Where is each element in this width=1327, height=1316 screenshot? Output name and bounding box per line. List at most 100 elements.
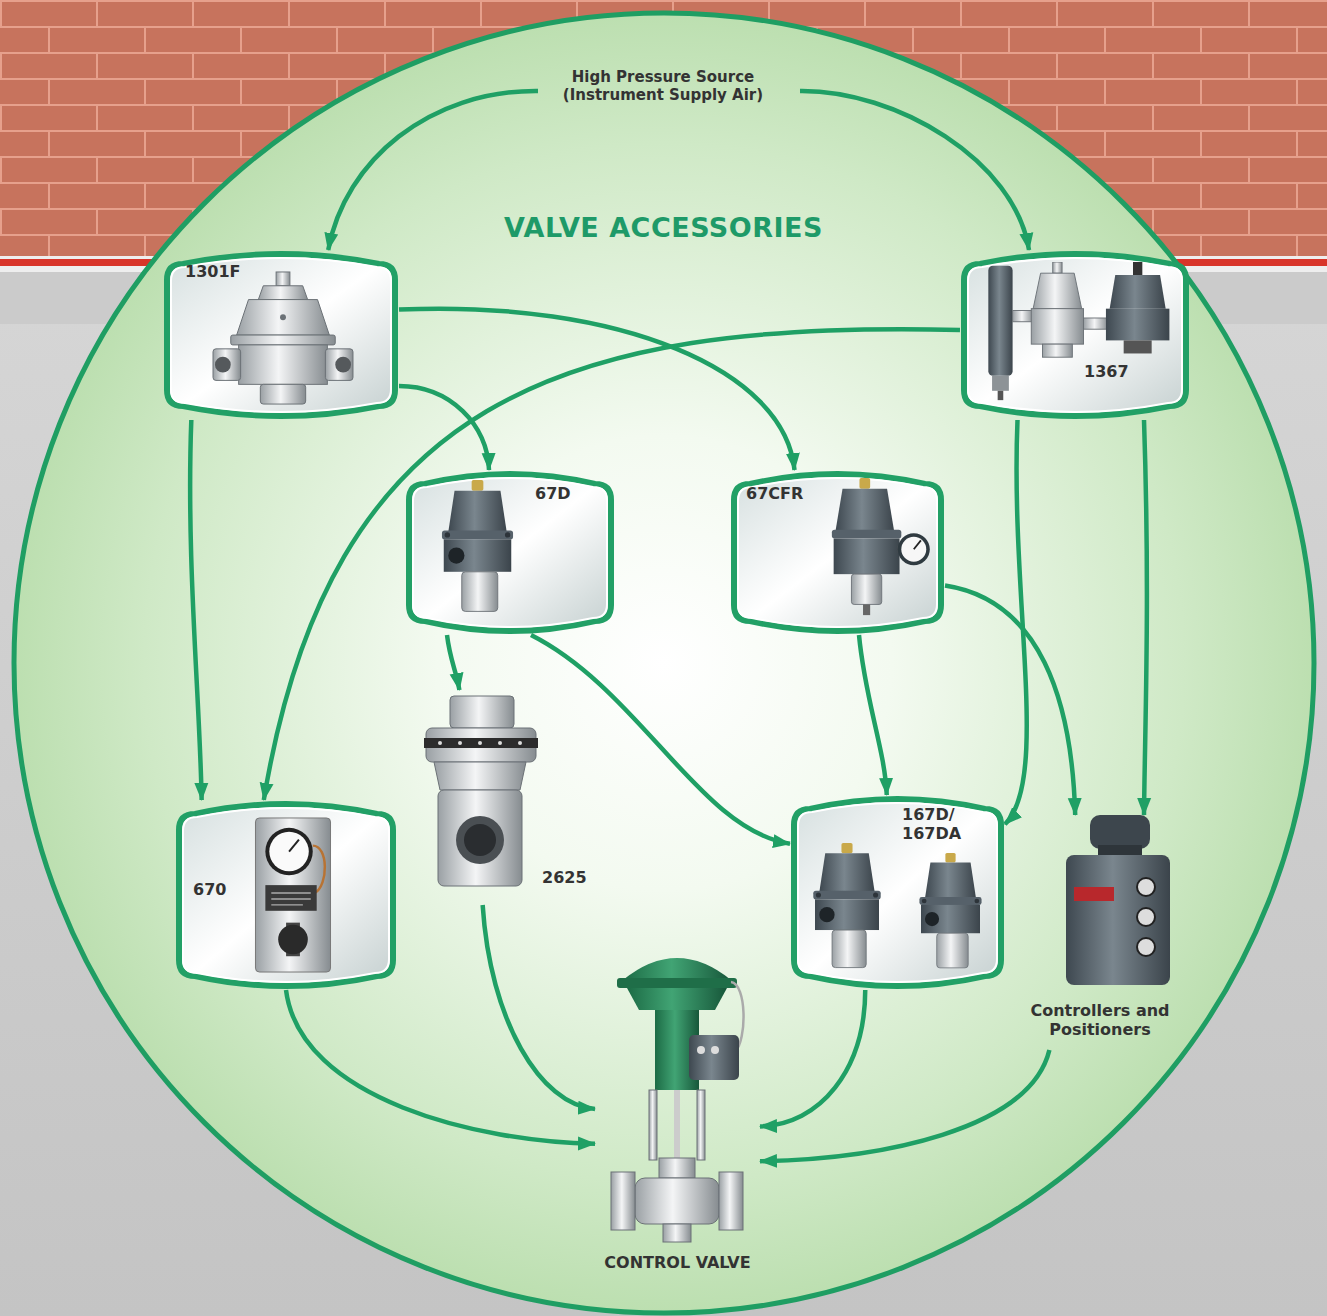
model-number: 2625 [542,868,587,887]
flow-arrow [760,990,865,1126]
device-illustration [972,262,1182,402]
illustration-part [841,843,852,853]
flow-arrow [1005,420,1027,824]
illustration-part [265,885,316,911]
illustration-part [505,532,510,537]
flow-arrow [447,635,459,690]
illustration-part [674,1090,680,1160]
illustration-part [816,892,821,897]
box-inner-rim [171,258,391,412]
title-row: VALVE ACCESSORIES [0,212,1327,243]
illustration-part [659,1158,695,1178]
illustration-part [498,741,502,745]
box-inner-rim [183,808,389,982]
box-inner-rim [413,478,607,627]
model-number: 67D [535,484,571,503]
illustration-part [1090,815,1150,849]
illustration-part [1137,908,1155,926]
illustration-part [992,376,1009,391]
illustration-part [998,391,1004,400]
illustration-part [937,933,968,968]
illustration-part [819,853,874,892]
flow-arrow [800,91,1029,250]
device-illustration [208,270,358,408]
box-inner-rim [968,258,1182,412]
model-number: 670 [193,880,226,899]
illustration-part [813,891,880,900]
illustration-part [898,533,930,565]
illustration-part [1106,309,1169,341]
illustration-part [649,1090,657,1160]
illustration-part [448,491,507,532]
illustration-part [442,530,513,539]
flow-arrow [1144,420,1147,815]
regulator-box: 1301F [163,250,399,420]
illustration-part [1084,318,1108,329]
device-illustration [1060,815,1175,995]
illustration-part [458,741,462,745]
illustration-part [325,349,353,381]
illustration-part [1137,938,1155,956]
illustration-part [623,958,731,980]
illustration-part [276,272,290,286]
source-label: High Pressure Source (Instrument Supply … [538,68,788,104]
flow-arrow [399,309,795,470]
illustration-part [478,741,482,745]
loading-panel-box: 670 [175,800,397,990]
flow-arrow [945,586,1075,816]
illustration-part [901,537,926,562]
illustration-part [1033,273,1082,308]
illustration-part [464,824,496,856]
illustration-part [697,1090,705,1160]
illustration-part [438,741,442,745]
illustration-part [424,738,538,748]
illustration-part [335,357,351,373]
illustration-part [237,300,330,335]
flow-arrow [760,1050,1049,1161]
device-illustration [430,480,525,615]
device-illustration [802,843,892,971]
illustration-part [719,1172,743,1230]
illustration-part [1013,311,1034,322]
model-number: 1301F [185,262,240,281]
illustration-part [444,539,512,571]
illustration-part [289,840,299,852]
device-illustration [822,478,937,616]
illustration-part [627,988,727,1010]
model-number: 1367 [1084,362,1129,381]
illustration-part [922,899,927,904]
illustration-part [239,345,328,384]
device-label: Controllers and Positioners [1025,1001,1175,1039]
illustration-part [215,357,231,373]
illustration-part [260,384,305,404]
regulator-box: 67CFR [730,470,945,635]
flow-arrow [399,386,489,470]
illustration-part [689,1035,739,1080]
supply-source: High Pressure Source (Instrument Supply … [538,68,800,114]
control-valve-node: CONTROL VALVE [595,935,760,1283]
box-frame [734,474,941,631]
illustration-part [258,286,307,300]
illustration-part [438,790,522,886]
illustration-part [832,930,866,968]
illustration-part [472,480,484,491]
illustration-part [278,925,308,955]
device-illustration [253,816,333,974]
positioner-node: Controllers and Positioners [1015,815,1187,1050]
illustration-part [445,532,450,537]
illustration-part [280,314,286,320]
illustration-part [434,762,526,790]
volume-booster: 2625 [420,690,599,905]
flow-arrow [859,635,887,795]
illustration-part [859,478,870,489]
illustration-part [265,828,312,875]
illustration-part [919,897,981,905]
illustration-part [925,862,976,898]
illustration-part [1074,887,1114,901]
illustration-part [945,853,955,862]
device-illustration [420,690,540,890]
box-frame [179,804,393,986]
illustration-part [988,266,1012,376]
